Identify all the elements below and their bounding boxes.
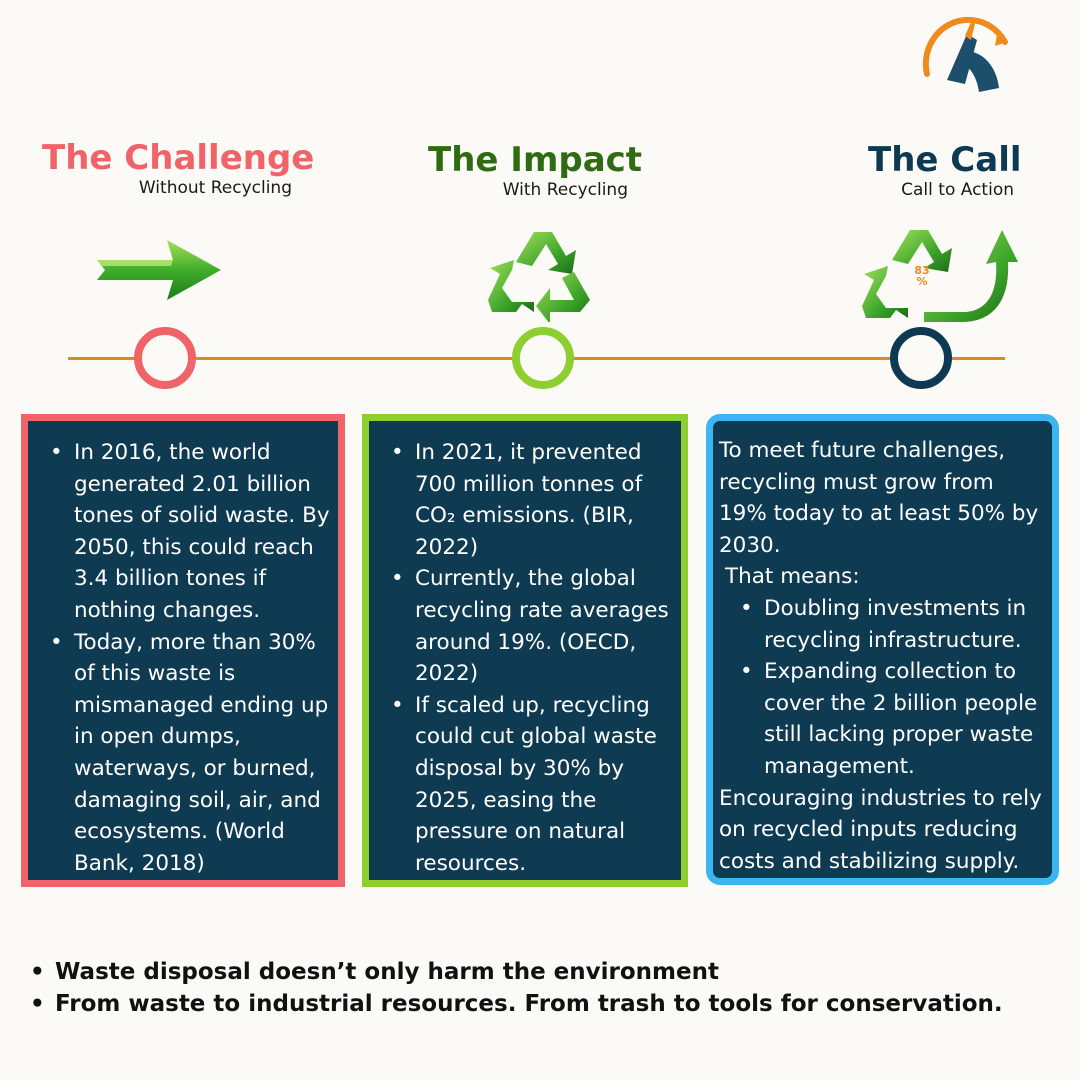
challenge-heading: The Challenge Without Recycling (42, 138, 315, 198)
challenge-subtitle: Without Recycling (138, 178, 292, 198)
impact-title: The Impact (428, 140, 643, 180)
footer-points: Waste disposal doesn’t only harm the env… (30, 956, 1060, 1020)
svg-text:%: % (916, 275, 927, 288)
call-subtitle: Call to Action (901, 180, 1014, 200)
timeline-node-challenge (134, 327, 196, 389)
call-sub-intro: That means: (725, 564, 860, 590)
impact-list: In 2021, it prevented 700 million tonnes… (391, 437, 675, 880)
list-item: In 2016, the world generated 2.01 billio… (50, 437, 332, 627)
list-item: Today, more than 30% of this waste is mi… (50, 627, 332, 880)
recycle-icon (488, 232, 590, 322)
brand-logo (922, 16, 1008, 92)
timeline-node-call (890, 327, 952, 389)
challenge-title: The Challenge (42, 138, 315, 178)
list-item: If scaled up, recycling could cut global… (391, 690, 675, 880)
call-title: The Call (868, 140, 1022, 180)
list-item: Currently, the global recycling rate ave… (391, 563, 675, 689)
call-card: To meet future challenges, recycling mus… (706, 414, 1059, 885)
impact-subtitle: With Recycling (502, 180, 628, 200)
challenge-list: In 2016, the world generated 2.01 billio… (50, 437, 332, 880)
impact-card: In 2021, it prevented 700 million tonnes… (362, 414, 688, 887)
call-outro: Encouraging industries to rely on recycl… (719, 785, 1042, 874)
call-intro: To meet future challenges, recycling mus… (719, 438, 1039, 558)
challenge-card: In 2016, the world generated 2.01 billio… (21, 414, 345, 887)
list-item: In 2021, it prevented 700 million tonnes… (391, 437, 675, 563)
footer-point: Waste disposal doesn’t only harm the env… (30, 956, 1060, 988)
list-item: Doubling investments in recycling infras… (740, 593, 1046, 656)
recycle-growth-icon: 83 % (862, 230, 1018, 322)
call-list: Doubling investments in recycling infras… (719, 593, 1046, 783)
list-item: Expanding collection to cover the 2 bill… (740, 656, 1046, 782)
impact-heading: The Impact With Recycling (428, 140, 643, 200)
timeline-node-impact (512, 327, 574, 389)
icon-percent-label: 83 (914, 264, 929, 277)
arrow-right-icon (97, 240, 221, 300)
call-heading: The Call Call to Action (868, 140, 1022, 200)
footer-point: From waste to industrial resources. From… (30, 988, 1060, 1020)
